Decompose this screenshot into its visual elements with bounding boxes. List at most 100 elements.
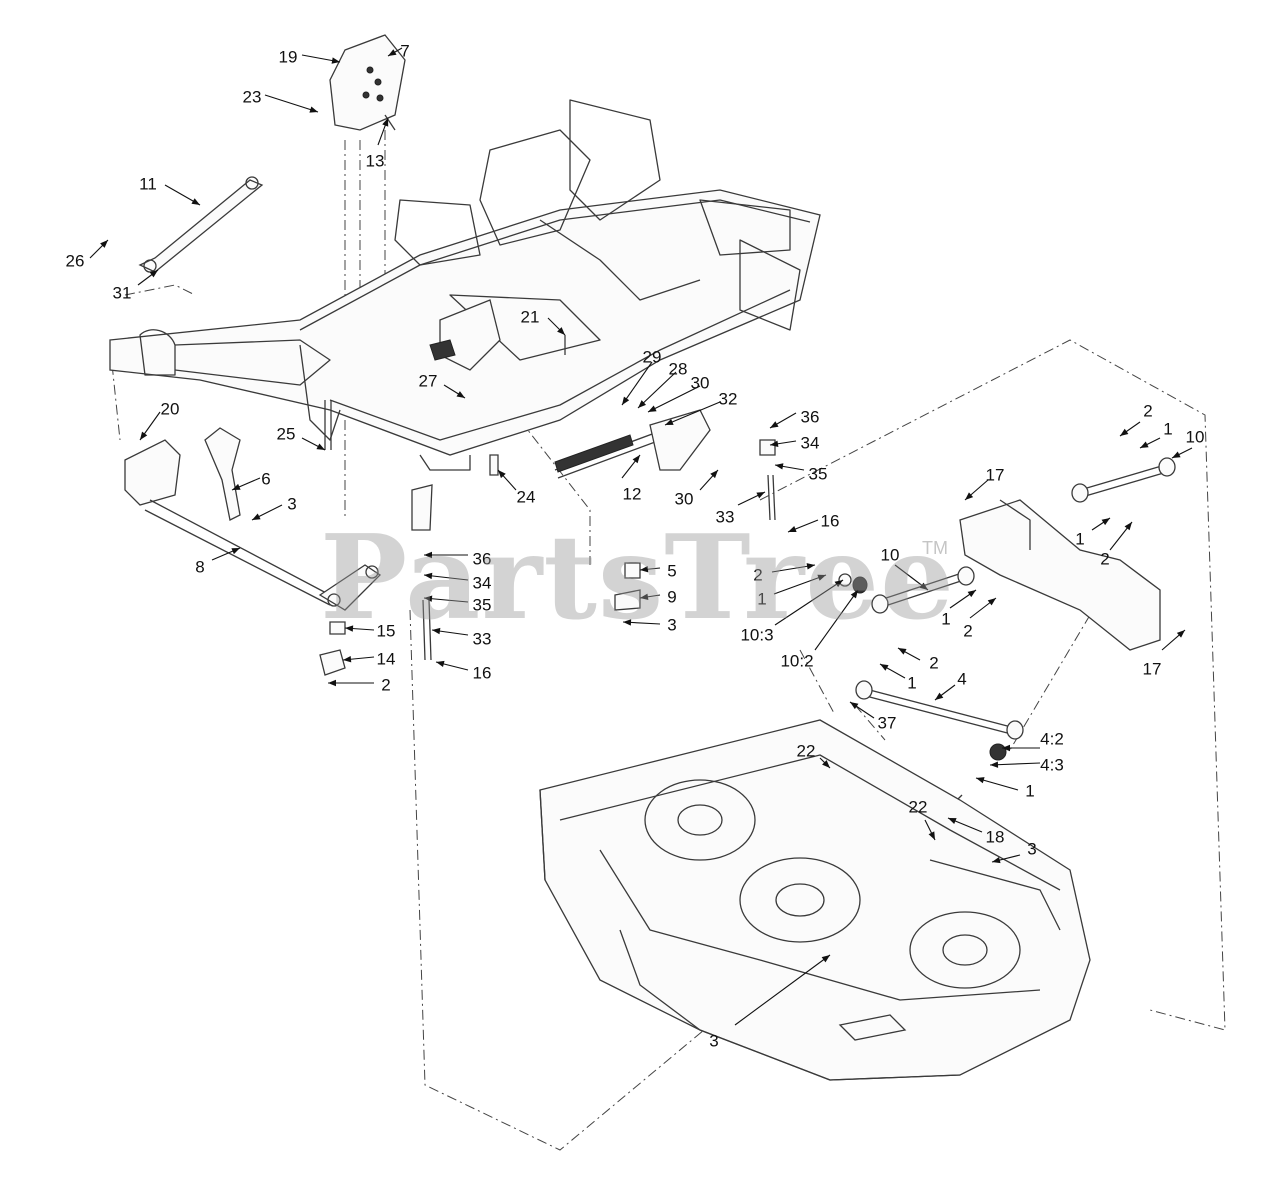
callout-arrowhead — [919, 582, 928, 590]
callout-arrowhead — [231, 548, 240, 555]
callout-arrowhead — [898, 648, 907, 655]
callout-label: 12 — [623, 484, 642, 503]
lift-components — [124, 34, 776, 676]
callout-label: 3 — [667, 615, 676, 634]
callout-label: 20 — [161, 399, 180, 418]
callout-arrowhead — [834, 580, 843, 588]
callout-leader-line — [637, 371, 677, 409]
callout-arrowhead — [880, 664, 889, 671]
callout-3: 3 — [251, 494, 297, 521]
callout-arrowhead — [100, 240, 108, 248]
callout-arrowhead — [316, 443, 325, 450]
callout-33: 33 — [431, 627, 491, 648]
mower-deck — [539, 719, 1091, 1081]
callout-34: 34 — [423, 572, 492, 592]
callout-label: 36 — [801, 407, 820, 426]
callout-36: 36 — [769, 407, 820, 429]
callout-label: 17 — [1143, 659, 1162, 678]
callout-11: 11 — [139, 174, 201, 206]
callout-arrowhead — [328, 679, 336, 687]
callout-label: 1 — [1075, 529, 1084, 548]
callout-4-3: 4:3 — [989, 755, 1064, 774]
callout-label: 4:2 — [1040, 729, 1064, 748]
callout-label: 10:2 — [780, 651, 813, 670]
callout-arrowhead — [432, 627, 441, 635]
callout-35: 35 — [423, 595, 492, 614]
callout-label: 4:3 — [1040, 755, 1064, 774]
callout-label: 22 — [797, 741, 816, 760]
callout-leader-line — [734, 954, 831, 1026]
callout-arrowhead — [935, 692, 944, 700]
callout-arrowhead — [149, 270, 158, 278]
callout-arrowhead — [622, 396, 630, 405]
callout-leader-line — [773, 574, 827, 595]
callout-label: 24 — [517, 487, 536, 506]
callout-arrowhead — [252, 513, 261, 520]
callout-22: 22 — [909, 797, 936, 841]
callout-arrowhead — [992, 856, 1001, 864]
callout-label: 32 — [719, 389, 738, 408]
callout-label: 35 — [473, 595, 492, 614]
callout-label: 30 — [675, 489, 694, 508]
callout-arrowhead — [1172, 451, 1181, 458]
callout-label: 29 — [643, 347, 662, 366]
callout-label: 17 — [986, 465, 1005, 484]
callout-2: 2 — [963, 597, 997, 640]
callout-19: 19 — [279, 47, 341, 66]
callout-3: 3 — [991, 839, 1037, 864]
callout-label: 13 — [366, 151, 385, 170]
callout-23: 23 — [243, 87, 319, 113]
callout-arrowhead — [456, 391, 465, 398]
callout-label: 21 — [521, 307, 540, 326]
callout-arrowhead — [928, 831, 935, 840]
callout-leader-line — [814, 589, 859, 651]
callout-4: 4 — [934, 669, 967, 701]
callout-label: 5 — [667, 561, 676, 580]
callout-17: 17 — [1143, 629, 1186, 678]
callout-37: 37 — [849, 701, 896, 732]
callout-22: 22 — [797, 741, 831, 769]
callout-label: 10 — [1186, 427, 1205, 446]
callout-1: 1 — [941, 589, 977, 628]
callout-arrowhead — [665, 418, 674, 425]
callout-arrowhead — [1140, 441, 1149, 448]
callout-arrowhead — [498, 470, 506, 479]
callout-label: 1 — [907, 673, 916, 692]
callout-arrowhead — [967, 590, 976, 598]
callout-label: 36 — [473, 549, 492, 568]
callout-25: 25 — [277, 424, 326, 451]
callout-arrowhead — [806, 563, 815, 570]
callout-label: 3 — [1027, 839, 1036, 858]
callout-7: 7 — [387, 41, 410, 60]
callout-33: 33 — [716, 491, 766, 526]
callout-9: 9 — [639, 587, 677, 606]
callout-12: 12 — [621, 454, 642, 503]
callout-label: 34 — [473, 573, 492, 592]
callout-arrowhead — [1002, 744, 1010, 752]
callout-21: 21 — [521, 307, 566, 336]
callout-label: 19 — [279, 47, 298, 66]
callout-arrowhead — [850, 702, 859, 710]
callout-arrowhead — [817, 574, 826, 581]
callout-arrowhead — [640, 593, 649, 600]
callout-2: 2 — [897, 647, 939, 672]
callout-arrowhead — [140, 431, 148, 440]
callout-1: 1 — [879, 663, 917, 692]
callout-8: 8 — [195, 547, 241, 576]
callout-leader-line — [264, 94, 319, 113]
callout-leader-line — [647, 385, 701, 413]
callout-label: 1 — [1025, 781, 1034, 800]
callout-label: 2 — [753, 565, 762, 584]
callout-24: 24 — [497, 469, 536, 506]
callout-arrowhead — [632, 455, 640, 464]
callout-arrowhead — [345, 625, 354, 632]
callout-13: 13 — [366, 117, 389, 170]
callout-label: 35 — [809, 464, 828, 483]
callout-arrowhead — [756, 492, 765, 499]
callout-15: 15 — [344, 621, 395, 640]
callout-label: 9 — [667, 587, 676, 606]
callout-6: 6 — [231, 469, 271, 491]
callout-1: 1 — [757, 574, 827, 608]
callout-arrowhead — [638, 400, 647, 408]
callout-label: 2 — [1143, 401, 1152, 420]
